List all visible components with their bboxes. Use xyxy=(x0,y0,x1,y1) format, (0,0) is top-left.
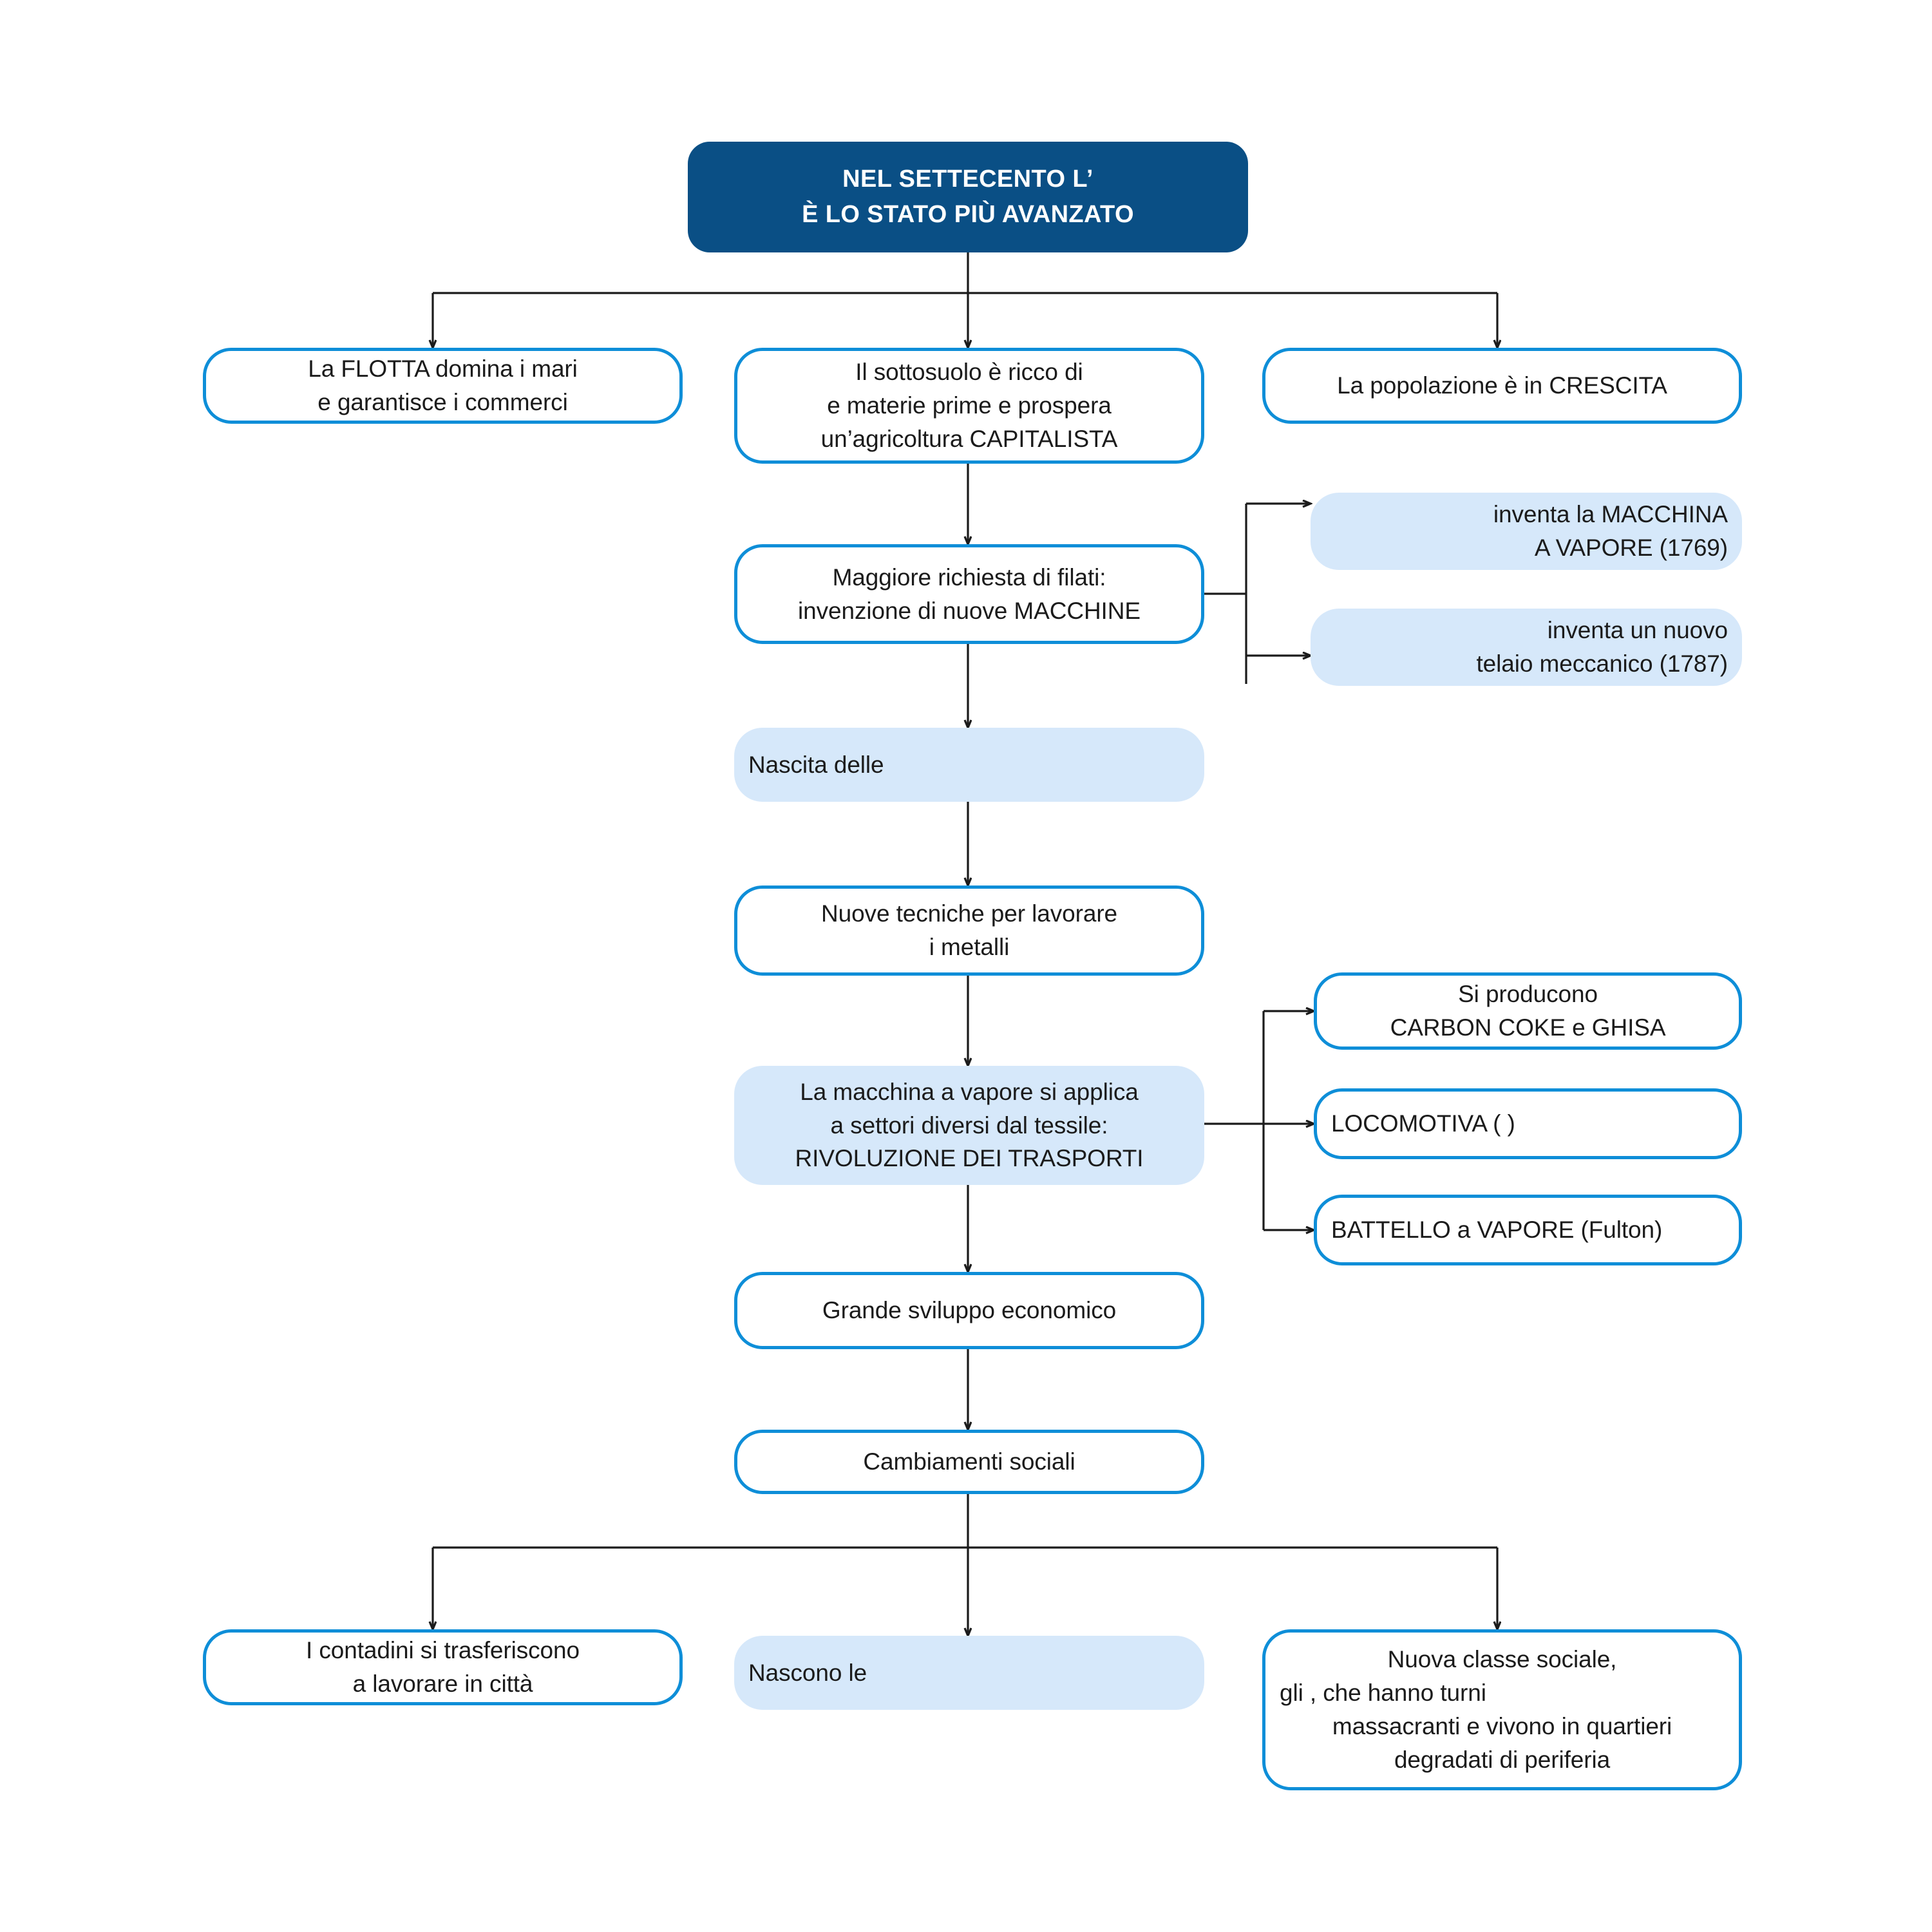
node-sottosuolo[interactable]: Il sottosuolo è ricco di e materie prime… xyxy=(734,348,1204,464)
node-contadini-line-2: a lavorare in città xyxy=(352,1671,533,1697)
node-classe-line-2: gli , che hanno turni xyxy=(1280,1680,1486,1707)
node-sottosuolo-line-1: Il sottosuolo è ricco di xyxy=(855,359,1083,386)
node-contadini-citta[interactable]: I contadini si trasferiscono a lavorare … xyxy=(203,1629,683,1705)
node-classe-line-3: massacranti e vivono in quartieri xyxy=(1332,1713,1672,1739)
node-flotta-line-2: e garantisce i commerci xyxy=(317,389,568,415)
node-filati[interactable]: Maggiore richiesta di filati: invenzione… xyxy=(734,544,1204,644)
node-flotta-line-1: La FLOTTA domina i mari xyxy=(308,355,578,383)
node-carbon-coke-ghisa[interactable]: Si producono CARBON COKE e GHISA xyxy=(1314,972,1742,1050)
node-popolazione[interactable]: La popolazione è in CRESCITA xyxy=(1262,348,1742,424)
node-nascita-delle[interactable]: Nascita delle xyxy=(734,728,1204,802)
node-metalli-line-1: Nuove tecniche per lavorare xyxy=(820,900,1118,927)
node-trasporti-line-3: RIVOLUZIONE DEI TRASPORTI xyxy=(795,1145,1144,1172)
node-flotta[interactable]: La FLOTTA domina i mari e garantisce i c… xyxy=(203,348,683,424)
node-telaio-line-2: telaio meccanico (1787) xyxy=(1476,650,1728,677)
node-nascono-le[interactable]: Nascono le xyxy=(734,1636,1204,1710)
node-classe-line-1: Nuova classe sociale, xyxy=(1387,1646,1617,1673)
node-coke-line-1: Si producono xyxy=(1458,981,1598,1008)
node-trasporti-line-2: a settori diversi dal tessile: xyxy=(830,1112,1108,1139)
node-battello-line-1: BATTELLO a VAPORE (Fulton) xyxy=(1331,1217,1663,1244)
node-nascita-line-1: Nascita delle xyxy=(748,751,884,778)
node-cambiamenti-sociali[interactable]: Cambiamenti sociali xyxy=(734,1430,1204,1494)
node-sottosuolo-line-2: e materie prime e prospera xyxy=(827,392,1112,419)
node-locomotiva[interactable]: LOCOMOTIVA ( ) xyxy=(1314,1088,1742,1159)
node-contadini-line-1: I contadini si trasferiscono xyxy=(306,1637,580,1664)
node-filati-line-2: invenzione di nuove MACCHINE xyxy=(798,597,1141,624)
node-macchina-vapore-line-2: A VAPORE (1769) xyxy=(1534,535,1728,561)
node-coke-line-2: CARBON COKE e GHISA xyxy=(1390,1014,1666,1041)
node-sottosuolo-line-3: un’agricoltura CAPITALISTA xyxy=(820,425,1118,452)
node-cambiamenti-line-1: Cambiamenti sociali xyxy=(863,1448,1075,1475)
node-trasporti-line-1: La macchina a vapore si applica xyxy=(800,1078,1139,1105)
node-sviluppo-line-1: Grande sviluppo economico xyxy=(822,1297,1117,1324)
node-grande-sviluppo-economico[interactable]: Grande sviluppo economico xyxy=(734,1272,1204,1349)
node-title-settecento[interactable]: NEL SETTECENTO L’ È LO STATO PIÙ AVANZAT… xyxy=(688,142,1248,252)
title-line-1: NEL SETTECENTO L’ xyxy=(842,165,1094,193)
node-nascono-line-1: Nascono le xyxy=(748,1659,867,1686)
node-macchina-vapore-line-1: inventa la MACCHINA xyxy=(1493,501,1728,528)
node-nuove-tecniche-metalli[interactable]: Nuove tecniche per lavorare i metalli xyxy=(734,886,1204,976)
node-popolazione-line-1: La popolazione è in CRESCITA xyxy=(1337,372,1667,399)
node-battello-vapore[interactable]: BATTELLO a VAPORE (Fulton) xyxy=(1314,1195,1742,1265)
node-filati-line-1: Maggiore richiesta di filati: xyxy=(832,564,1106,591)
node-macchina-vapore-1769[interactable]: inventa la MACCHINA A VAPORE (1769) xyxy=(1311,493,1742,570)
node-telaio-1787[interactable]: inventa un nuovo telaio meccanico (1787) xyxy=(1311,609,1742,686)
node-metalli-line-2: i metalli xyxy=(929,934,1010,960)
node-telaio-line-1: inventa un nuovo xyxy=(1547,617,1728,644)
node-locomotiva-line-1: LOCOMOTIVA ( ) xyxy=(1331,1110,1515,1137)
node-classe-line-4: degradati di periferia xyxy=(1394,1746,1611,1773)
node-nuova-classe-sociale[interactable]: Nuova classe sociale, gli , che hanno tu… xyxy=(1262,1629,1742,1790)
title-line-2: È LO STATO PIÙ AVANZATO xyxy=(802,201,1134,228)
node-rivoluzione-trasporti[interactable]: La macchina a vapore si applica a settor… xyxy=(734,1066,1204,1185)
